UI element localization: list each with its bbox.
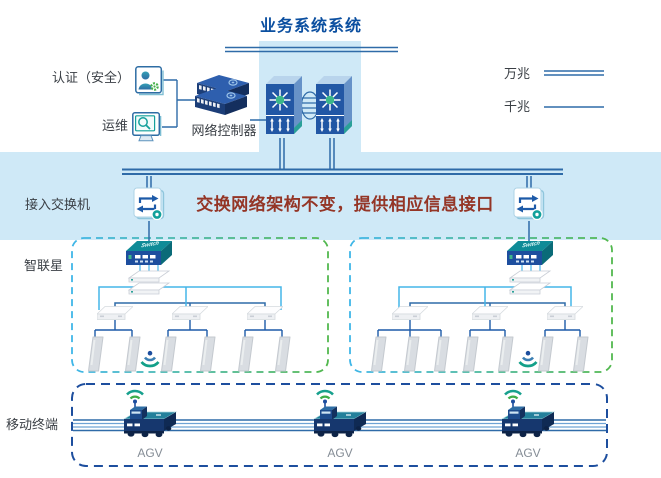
terminal (125, 336, 141, 372)
access-switch-left-icon (133, 187, 165, 221)
agv-label-2: AGV (327, 446, 353, 460)
page-title: 业务系统系统 (259, 18, 362, 35)
access-point (172, 306, 208, 320)
ap-group-box-right (349, 237, 613, 373)
agv-vehicle-3 (500, 389, 556, 439)
terminal (371, 336, 387, 372)
ops-monitor-icon (132, 112, 162, 142)
terminal (573, 336, 589, 372)
terminal (538, 336, 554, 372)
auth-label: 认证（安全） (51, 70, 130, 85)
access-point (547, 306, 583, 320)
business-system-bus-10g (225, 46, 398, 53)
agv-vehicle-1 (122, 389, 178, 439)
wifi-coverage-icon-left (140, 349, 160, 368)
terminal (88, 336, 104, 372)
terminal (404, 336, 420, 372)
smart-star-label: 智联星 (24, 258, 64, 273)
wifi-coverage-icon-right (518, 349, 538, 368)
core-interlink-lines (301, 97, 319, 114)
mobile-terminal-label: 移动终端 (6, 417, 59, 432)
mgmt-bracket-line (162, 79, 205, 128)
terminal (161, 336, 177, 372)
agv-label-1: AGV (137, 446, 163, 460)
access-switch-right-icon (513, 187, 545, 221)
wireless-controller-left (129, 271, 169, 294)
terminal (238, 336, 254, 372)
aggregation-bus-10g (122, 168, 563, 175)
terminal (200, 336, 216, 372)
core-downlinks-10g (279, 138, 335, 169)
access-point (247, 306, 283, 320)
core-switch-2 (315, 75, 353, 135)
access-point (97, 306, 133, 320)
legend-label-10g: 万兆 (504, 66, 531, 81)
agv-vehicle-2 (312, 389, 368, 439)
access-point (472, 306, 508, 320)
access-uplinks-10g (146, 176, 532, 189)
legend-line-10g (544, 70, 604, 76)
auth-user-icon (135, 66, 164, 96)
legend-label-1g: 千兆 (504, 99, 531, 114)
access-point (392, 306, 428, 320)
controller-label: 网络控制器 (191, 123, 257, 138)
ops-label: 运维 (101, 118, 128, 133)
terminal (463, 336, 479, 372)
terminal (498, 336, 514, 372)
mobile-terminal-box (71, 383, 608, 467)
network-controller-device (195, 75, 249, 115)
access-switch-label: 接入交换机 (25, 197, 91, 212)
terminal (275, 336, 291, 372)
core-switch-1 (265, 75, 303, 135)
wireless-controller-right (510, 271, 550, 294)
terminal-branches (94, 320, 581, 337)
banner-text: 交换网络架构不变，提供相应信息接口 (196, 195, 494, 214)
terminal (434, 336, 450, 372)
agv-label-3: AGV (515, 446, 541, 460)
ap-group-box-left (71, 237, 329, 373)
